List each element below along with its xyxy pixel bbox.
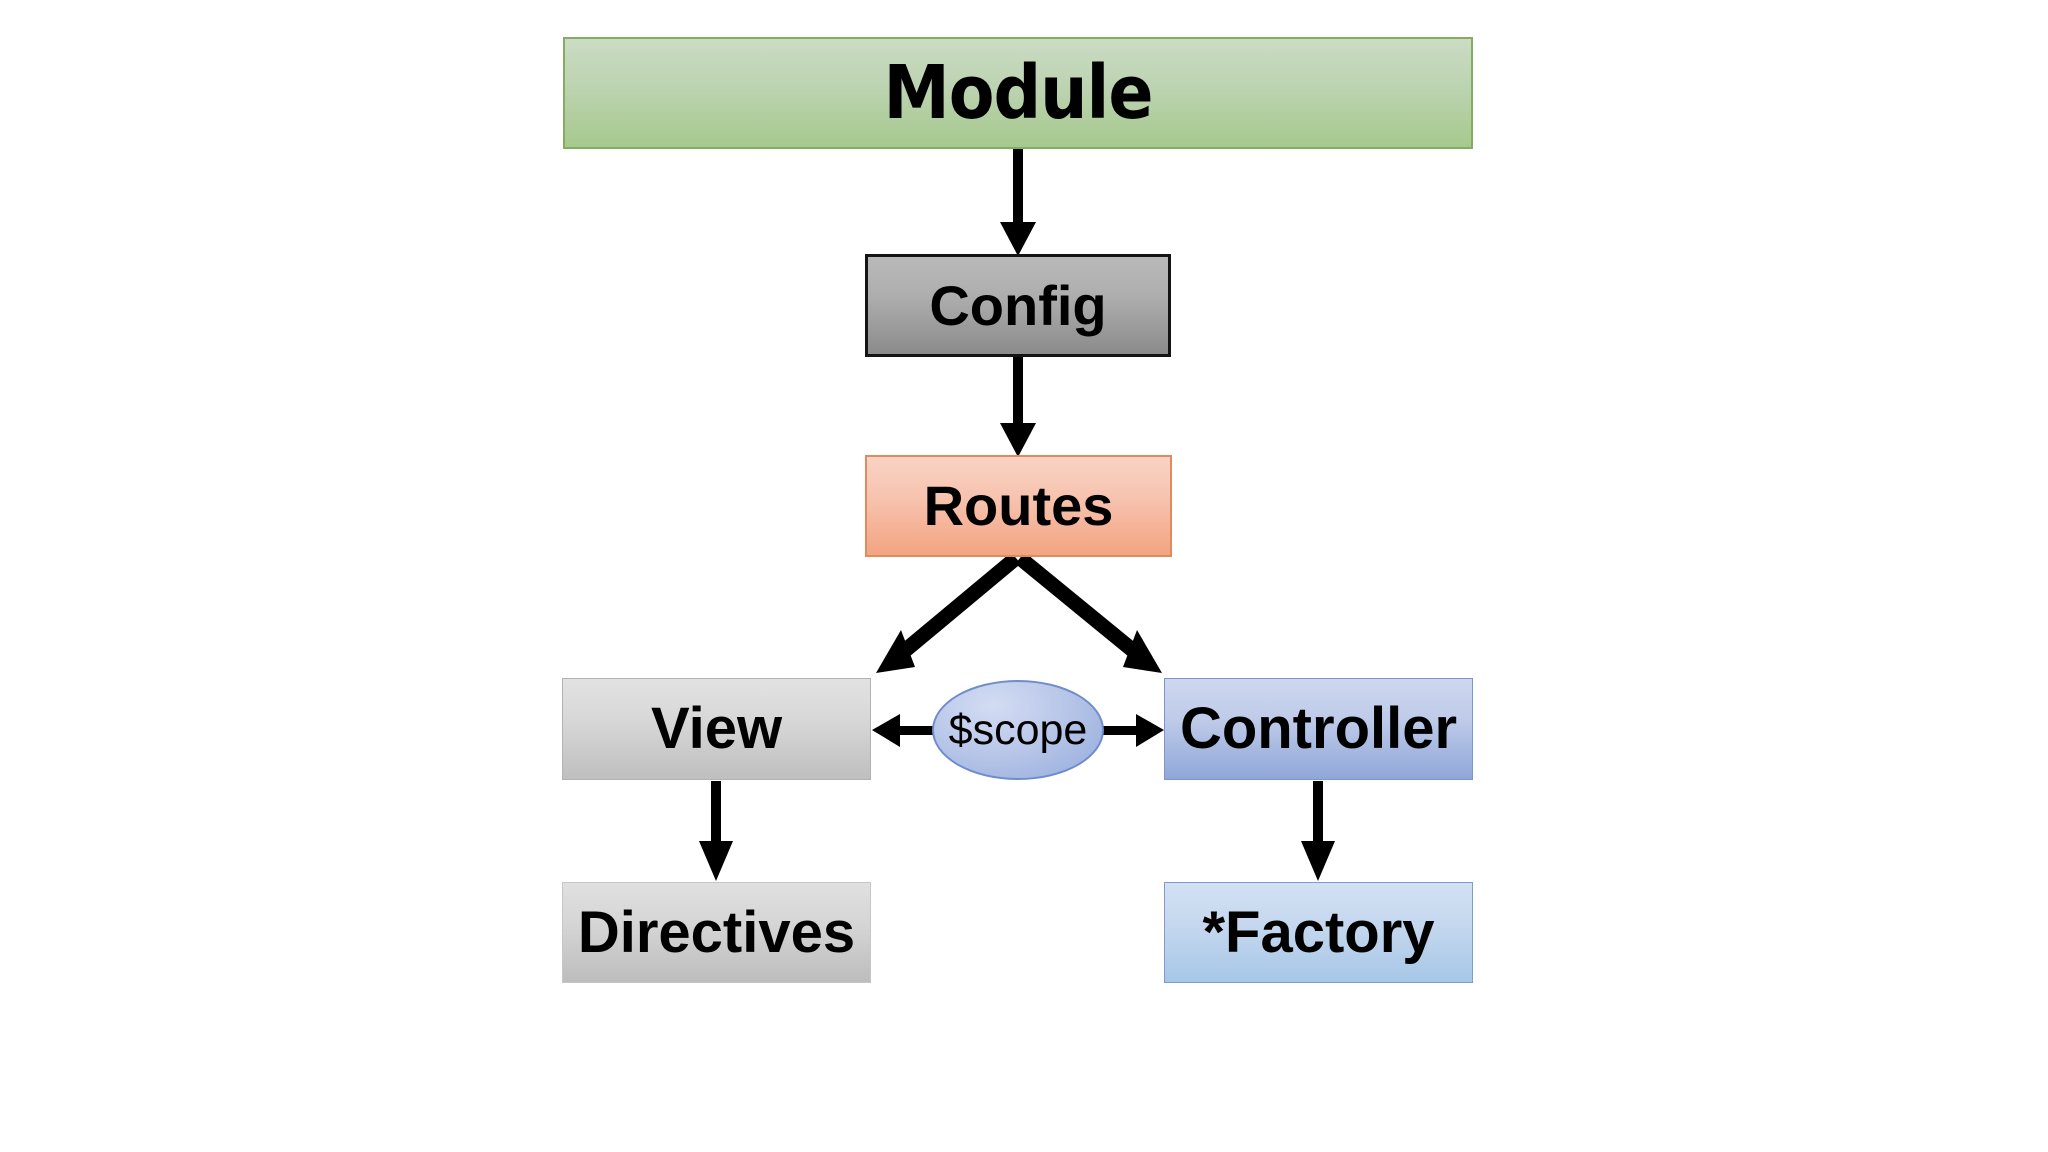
node-module-label: Module [883,50,1153,136]
node-controller-label: Controller [1179,696,1458,761]
node-scope-label: $scope [948,705,1088,754]
arrow-config-to-routes [1000,357,1036,457]
node-factory[interactable]: *Factory [1164,882,1473,983]
node-module[interactable]: Module [563,37,1473,149]
arrow-routes-to-view [876,552,1021,673]
node-directives[interactable]: Directives [562,882,871,983]
node-config-label: Config [929,273,1107,337]
node-routes[interactable]: Routes [865,455,1172,557]
node-directives-label: Directives [577,899,856,965]
node-controller[interactable]: Controller [1164,678,1473,780]
node-scope[interactable]: $scope [932,680,1104,780]
node-view-label: View [650,696,783,761]
arrow-controller-to-factory [1301,781,1335,881]
arrow-scope-to-controller [1096,714,1164,747]
node-config[interactable]: Config [865,254,1171,357]
arrow-module-to-config [1000,149,1036,256]
node-factory-label: *Factory [1202,899,1435,965]
arrow-routes-to-controller [1015,552,1162,673]
node-view[interactable]: View [562,678,871,780]
node-routes-label: Routes [923,474,1114,537]
arrow-view-to-directives [699,781,733,881]
